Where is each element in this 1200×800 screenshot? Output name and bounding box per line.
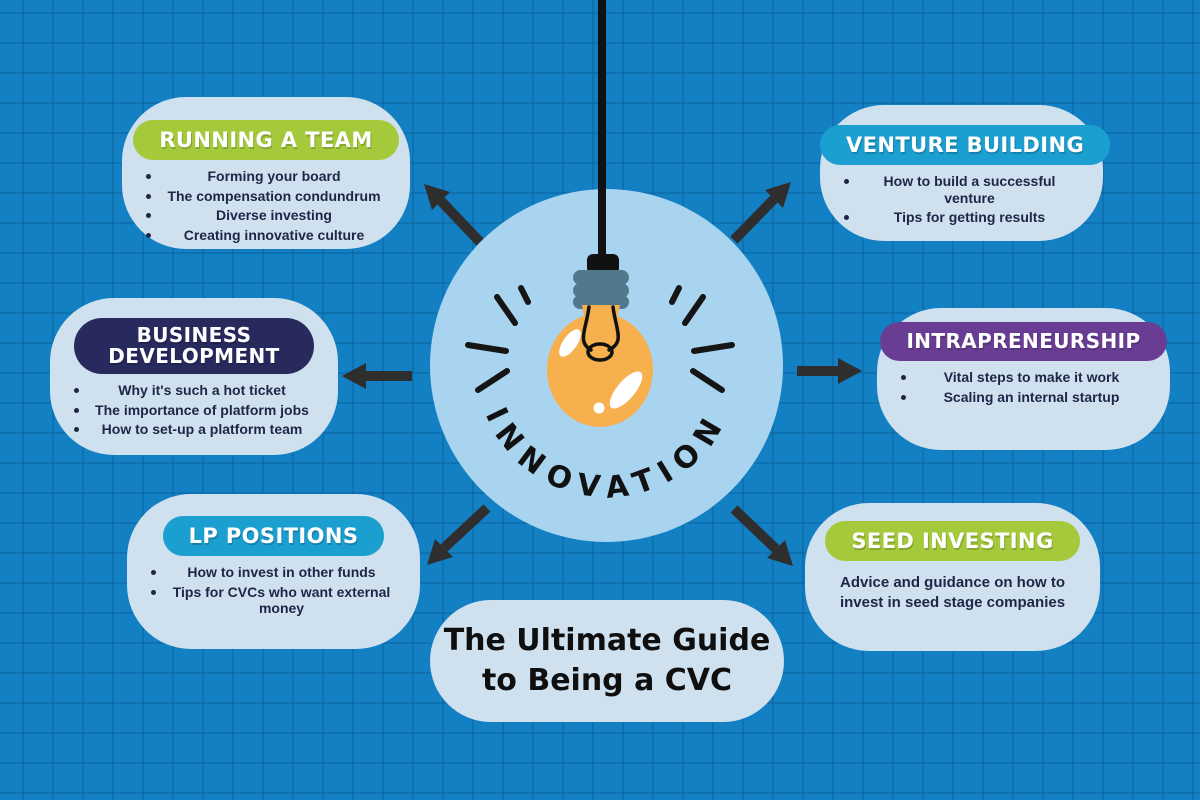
list-item: The compensation condundrum [136, 188, 396, 205]
section-title-pill-running-a-team: RUNNING A TEAM [133, 120, 399, 161]
arrow-to-intrapreneurship-icon [797, 358, 862, 384]
bullet-icon [146, 213, 151, 219]
bullet-list: Vital steps to make it work Scaling an i… [877, 369, 1170, 405]
list-item: Tips for getting results [834, 209, 1089, 226]
bullet-icon [901, 394, 906, 400]
bullet-icon [844, 215, 849, 221]
section-card-running-a-team: RUNNING A TEAM Forming your board The co… [122, 97, 410, 249]
section-card-venture-building: VENTURE BUILDING How to build a successf… [820, 105, 1111, 241]
bullet-list: How to invest in other funds Tips for CV… [127, 564, 420, 617]
list-item: Forming your board [136, 168, 396, 185]
bullet-icon [146, 174, 151, 180]
list-item-label: Scaling an internal startup [943, 388, 1120, 405]
list-item-label: How to set-up a platform team [101, 421, 303, 438]
list-item: Creating innovative culture [136, 227, 396, 244]
section-title-pill-seed-investing: SEED INVESTING [825, 521, 1080, 562]
section-card-intrapreneurship: INTRAPRENEURSHIP Vital steps to make it … [877, 308, 1170, 450]
arrow-to-seed-investing-icon [730, 505, 793, 566]
list-item: Diverse investing [136, 207, 396, 224]
list-item-label: The compensation condundrum [167, 187, 381, 204]
list-item-label: How to build a successful venture [883, 173, 1056, 206]
list-item-label: Why it's such a hot ticket [118, 382, 286, 398]
bullet-icon [74, 407, 79, 413]
bullet-icon [74, 388, 79, 393]
list-item: Vital steps to make it work [891, 369, 1156, 386]
section-title-pill-venture-building: VENTURE BUILDING [820, 125, 1111, 166]
list-item: The importance of platform jobs [64, 402, 324, 419]
list-item-label: Tips for getting results [893, 209, 1046, 226]
section-card-seed-investing: SEED INVESTING Advice and guidance on ho… [805, 503, 1100, 651]
list-item: Why it's such a hot ticket [64, 382, 324, 399]
bullet-icon [146, 232, 151, 238]
arrow-to-lp-positions-icon [427, 504, 491, 565]
bullet-list: How to build a successful venture Tips f… [820, 173, 1103, 226]
section-title-pill-lp-positions: LP POSITIONS [162, 516, 385, 557]
list-item-label: Forming your board [207, 168, 341, 185]
arrow-to-business-development-icon [342, 363, 412, 389]
section-card-lp-positions: LP POSITIONS How to invest in other fund… [127, 494, 420, 649]
list-item: How to build a successful venture [834, 173, 1089, 206]
bullet-list: Why it's such a hot ticket The importanc… [50, 382, 338, 438]
bullet-icon [844, 179, 849, 185]
list-item-label: Creating innovative culture [183, 226, 365, 243]
section-description: Advice and guidance on how to invest in … [839, 574, 1066, 612]
list-item-label: Vital steps to make it work [943, 369, 1120, 385]
bullet-icon [151, 570, 156, 576]
bullet-icon [151, 589, 156, 595]
list-item-label: The importance of platform jobs [95, 401, 309, 418]
page-title-line-1: The Ultimate Guide [443, 623, 771, 658]
main-title-card: The Ultimate Guide to Being a CVC [430, 600, 784, 722]
list-item-label: How to invest in other funds [187, 564, 376, 581]
bullet-icon [146, 193, 151, 199]
bullet-icon [74, 427, 79, 433]
arrow-to-running-a-team-icon [424, 184, 484, 246]
list-item-label: Diverse investing [216, 207, 332, 224]
list-item-label: Tips for CVCs who want external money [172, 583, 391, 617]
bullet-icon [901, 375, 906, 380]
list-item: How to invest in other funds [141, 564, 406, 581]
section-title-pill-business-development: BUSINESS DEVELOPMENT [74, 318, 314, 374]
list-item: Scaling an internal startup [891, 389, 1156, 406]
list-item: Tips for CVCs who want external money [141, 584, 406, 617]
section-title-pill-intrapreneurship: INTRAPRENEURSHIP [880, 322, 1167, 361]
page-title-line-2: to Being a CVC [481, 663, 733, 698]
center-node-circle [430, 189, 783, 542]
list-item: How to set-up a platform team [64, 421, 324, 438]
arrow-to-venture-building-icon [730, 182, 791, 244]
section-card-business-development: BUSINESS DEVELOPMENT Why it's such a hot… [50, 298, 338, 455]
bullet-list: Forming your board The compensation cond… [122, 168, 410, 243]
